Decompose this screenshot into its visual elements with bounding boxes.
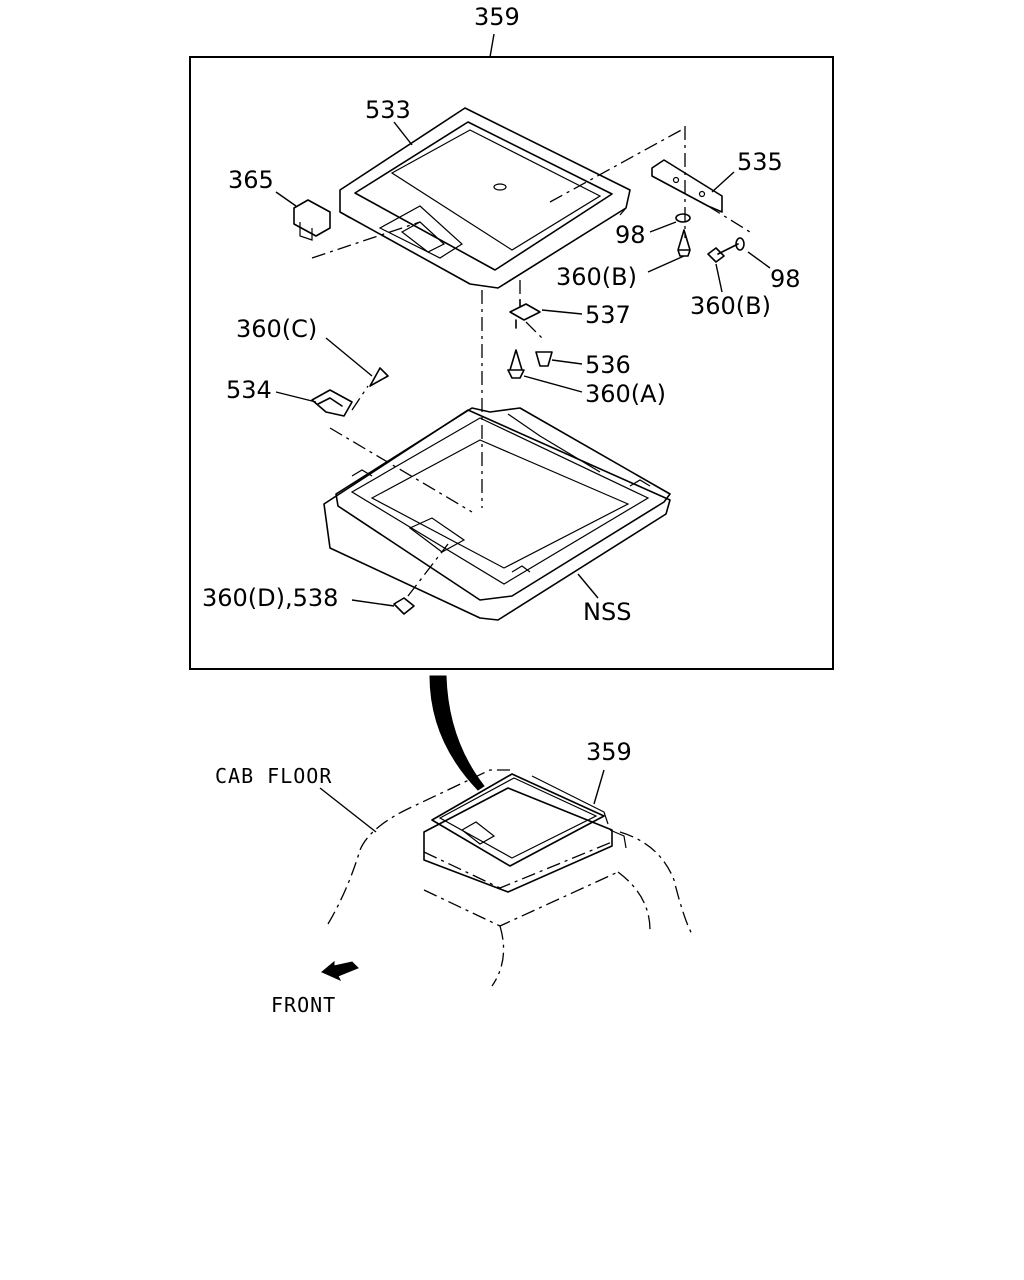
screw-360b-left — [677, 229, 691, 257]
label-359-top: 359 — [474, 3, 520, 31]
leader-360c — [325, 337, 373, 377]
front-arrow-icon — [321, 960, 359, 982]
pointer-arrow — [429, 675, 485, 791]
leader-534 — [275, 391, 317, 403]
label-535: 535 — [737, 148, 783, 176]
centerline-537 — [519, 280, 545, 341]
leader-98-top — [649, 221, 677, 233]
label-nss: NSS — [583, 598, 631, 626]
screw-360a — [507, 349, 525, 379]
label-537: 537 — [585, 301, 631, 329]
screw-360b-right — [707, 243, 739, 263]
label-360d: 360(D),538 — [202, 584, 338, 612]
leader-359-top — [489, 33, 495, 58]
leader-536 — [551, 359, 583, 365]
leader-360a — [523, 375, 583, 393]
label-536: 536 — [585, 351, 631, 379]
washer-98-right — [735, 237, 745, 251]
label-front: FRONT — [271, 993, 336, 1017]
label-360b-right: 360(B) — [690, 292, 771, 320]
bumper-536 — [535, 351, 553, 367]
label-360b-left: 360(B) — [556, 263, 637, 291]
label-360a: 360(A) — [585, 380, 666, 408]
leader-360b-right — [715, 263, 723, 293]
switch-365 — [293, 199, 331, 241]
leader-cab-floor — [319, 787, 377, 833]
leader-535 — [711, 171, 735, 193]
label-98-right: 98 — [770, 265, 801, 293]
bracket-535 — [651, 159, 723, 213]
lid-533 — [339, 107, 631, 289]
exploded-view-frame — [189, 56, 834, 670]
leader-533 — [393, 121, 413, 146]
label-360c: 360(C) — [236, 315, 317, 343]
label-365: 365 — [228, 166, 274, 194]
washer-98-top — [675, 213, 691, 223]
leader-359-bottom — [593, 769, 605, 805]
leader-537 — [541, 309, 583, 315]
centerline-365 — [311, 221, 421, 259]
striker-537 — [509, 299, 541, 329]
label-534: 534 — [226, 376, 272, 404]
cab-floor — [327, 769, 693, 987]
latch-534 — [311, 389, 353, 417]
console-box-installed — [423, 773, 627, 893]
label-533: 533 — [365, 96, 411, 124]
leader-98-right — [747, 251, 771, 269]
centerline-534 — [329, 385, 473, 513]
label-cab-floor: CAB FLOOR — [215, 764, 332, 788]
centerline-360d — [407, 543, 449, 597]
leader-nss — [577, 573, 599, 599]
console-box-nss — [323, 407, 671, 621]
label-98-top: 98 — [615, 221, 646, 249]
fastener-360d-538 — [393, 597, 415, 615]
centerline-535 — [549, 126, 751, 238]
label-359-bottom: 359 — [586, 738, 632, 766]
leader-360d — [351, 599, 395, 607]
screw-360c — [369, 367, 389, 387]
leader-365 — [275, 191, 297, 207]
leader-360b-left — [647, 255, 685, 273]
